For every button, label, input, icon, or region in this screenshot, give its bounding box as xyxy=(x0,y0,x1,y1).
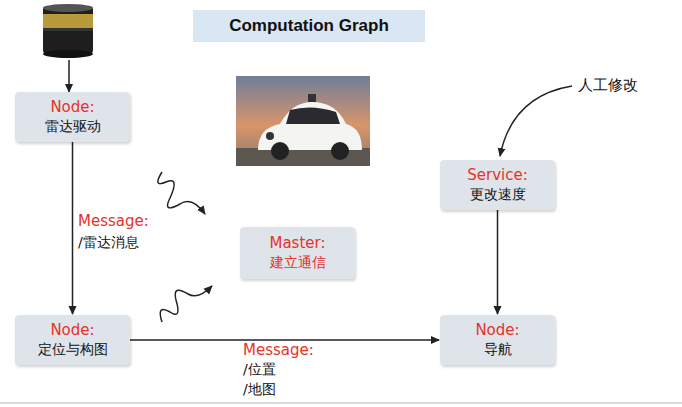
node-body: 导航 xyxy=(484,340,512,359)
process-box: Node:导航 xyxy=(440,315,555,365)
message-topic: /位置 xyxy=(243,361,276,379)
node-heading: Node: xyxy=(50,321,94,340)
message-topic: /雷达消息 xyxy=(78,234,139,252)
node-body: 定位与构图 xyxy=(38,340,108,359)
diagram-title: Computation Graph xyxy=(193,10,425,42)
node-body: 建立通信 xyxy=(270,253,326,272)
process-box: Master:建立通信 xyxy=(240,227,355,279)
process-box: Service:更改速度 xyxy=(440,160,555,210)
node-heading: Node: xyxy=(475,321,519,340)
signal-squiggle xyxy=(160,286,212,322)
node-body: 雷达驱动 xyxy=(45,117,101,136)
bottom-rule xyxy=(0,403,682,404)
flow-arrow xyxy=(72,142,74,314)
message-topic: /地图 xyxy=(243,381,276,399)
node-heading: Master: xyxy=(269,234,325,253)
node-body: 更改速度 xyxy=(470,185,526,204)
leader-arrow xyxy=(500,86,572,156)
node-heading: Node: xyxy=(50,98,94,117)
flow-arrow xyxy=(130,339,439,341)
signal-squiggle xyxy=(158,172,205,214)
node-heading: Service: xyxy=(467,166,528,185)
process-box: Node:定位与构图 xyxy=(15,315,130,365)
edge-label: Message: xyxy=(243,341,314,359)
process-box: Node:雷达驱动 xyxy=(15,92,130,142)
car-photo xyxy=(236,76,370,166)
note-text: 人工修改 xyxy=(578,76,638,95)
lidar-sensor xyxy=(43,4,93,58)
sensor-arrow xyxy=(68,60,70,92)
edge-label: Message: xyxy=(78,212,149,230)
flow-arrow xyxy=(497,210,499,314)
